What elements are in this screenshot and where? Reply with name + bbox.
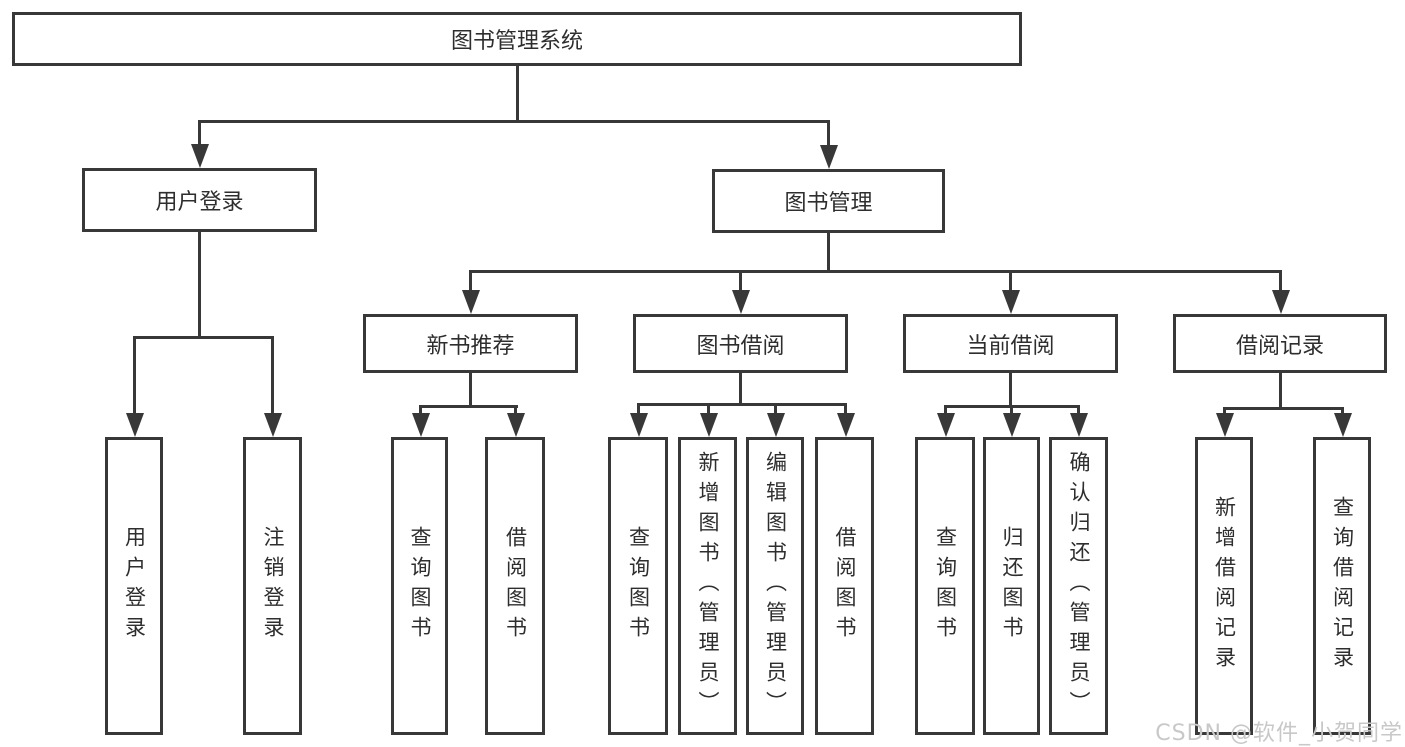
arrow-down-icon <box>1069 413 1088 437</box>
connector-line <box>1279 373 1282 410</box>
leaf-bb-add-books-admin: 新增图书（管理员） <box>678 437 737 735</box>
connector-line <box>1009 270 1012 296</box>
leaf-user-login: 用户登录 <box>105 437 163 735</box>
node-label: 编辑图书（管理员） <box>763 451 788 721</box>
connector-line <box>1279 270 1282 296</box>
connector-line <box>469 270 472 296</box>
connector-line <box>198 232 201 339</box>
leaf-cb-confirm-return-admin: 确认归还（管理员） <box>1049 437 1108 735</box>
connector-line <box>739 373 742 405</box>
connector-line <box>1009 373 1012 407</box>
node-root-system: 图书管理系统 <box>12 12 1022 66</box>
node-label: 借阅记录 <box>1235 333 1324 359</box>
leaf-br-query-record: 查询借阅记录 <box>1313 437 1371 735</box>
node-label: 借阅图书 <box>503 526 528 646</box>
arrow-down-icon <box>936 413 955 437</box>
arrow-down-icon <box>766 413 785 437</box>
connector-line <box>739 270 742 296</box>
arrow-down-icon <box>263 413 282 437</box>
connector-line <box>637 403 847 406</box>
arrow-down-icon <box>506 413 525 437</box>
arrow-down-icon <box>190 144 209 168</box>
connector-line <box>637 403 640 419</box>
arrow-down-icon <box>461 290 480 314</box>
node-label: 当前借阅 <box>966 333 1055 359</box>
leaf-bb-edit-books-admin: 编辑图书（管理员） <box>746 437 804 735</box>
node-book-borrow: 图书借阅 <box>633 314 848 373</box>
connector-line <box>469 270 1282 273</box>
connector-line <box>944 405 947 419</box>
node-label: 新书推荐 <box>426 333 515 359</box>
node-label: 查询图书 <box>933 526 958 646</box>
node-label: 图书管理系统 <box>450 29 583 54</box>
arrow-down-icon <box>1215 413 1234 437</box>
node-new-book-recommend: 新书推荐 <box>363 314 578 373</box>
arrow-down-icon <box>1271 290 1290 314</box>
connector-line <box>827 120 830 151</box>
connector-line <box>133 336 136 419</box>
leaf-br-add-record: 新增借阅记录 <box>1195 437 1253 735</box>
arrow-down-icon <box>411 413 430 437</box>
node-current-borrow: 当前借阅 <box>903 314 1118 373</box>
node-label: 确认归还（管理员） <box>1067 451 1091 721</box>
arrow-down-icon <box>819 145 838 169</box>
node-label: 新增借阅记录 <box>1212 496 1237 676</box>
node-label: 用户登录 <box>122 526 147 646</box>
leaf-cb-return-books: 归还图书 <box>983 437 1040 735</box>
node-label: 归还图书 <box>1000 526 1024 646</box>
node-label: 查询借阅记录 <box>1330 496 1355 676</box>
connector-line <box>133 336 274 339</box>
connector-line <box>1010 405 1013 419</box>
connector-line <box>1223 407 1344 410</box>
connector-line <box>271 336 274 419</box>
connector-line <box>469 373 472 408</box>
connector-line <box>198 120 201 150</box>
leaf-rec-query-books: 查询图书 <box>391 437 448 735</box>
arrow-down-icon <box>1002 413 1021 437</box>
connector-line <box>198 120 830 123</box>
node-label: 新增图书（管理员） <box>696 451 720 721</box>
arrow-down-icon <box>629 413 648 437</box>
node-borrow-records: 借阅记录 <box>1173 314 1387 373</box>
connector-line <box>844 403 847 419</box>
connector-line <box>774 403 777 419</box>
connector-line <box>419 405 422 419</box>
arrow-down-icon <box>836 413 855 437</box>
connector-line <box>707 403 710 419</box>
watermark: CSDN @软件_小贺同学 <box>1155 721 1403 746</box>
connector-line <box>1077 405 1080 419</box>
leaf-bb-borrow-books: 借阅图书 <box>815 437 874 735</box>
arrow-down-icon <box>1001 290 1020 314</box>
leaf-rec-borrow-books: 借阅图书 <box>485 437 545 735</box>
node-label: 图书借阅 <box>696 333 785 359</box>
node-book-management: 图书管理 <box>712 169 945 233</box>
arrow-down-icon <box>699 413 718 437</box>
leaf-bb-query-books: 查询图书 <box>608 437 668 735</box>
connector-line <box>419 405 518 408</box>
node-label: 用户登录 <box>155 190 244 215</box>
leaf-logout: 注销登录 <box>243 437 302 735</box>
connector-line <box>827 233 830 273</box>
node-label: 查询图书 <box>408 526 432 646</box>
node-label: 图书管理 <box>784 191 873 216</box>
connector-line <box>516 66 519 122</box>
node-label: 查询图书 <box>626 526 651 646</box>
leaf-cb-query-books: 查询图书 <box>915 437 975 735</box>
node-label: 注销登录 <box>261 526 285 646</box>
connector-line <box>514 405 517 419</box>
arrow-down-icon <box>731 290 750 314</box>
arrow-down-icon <box>1333 413 1352 437</box>
node-user-login: 用户登录 <box>82 168 317 232</box>
arrow-down-icon <box>125 413 144 437</box>
node-label: 借阅图书 <box>833 526 857 646</box>
